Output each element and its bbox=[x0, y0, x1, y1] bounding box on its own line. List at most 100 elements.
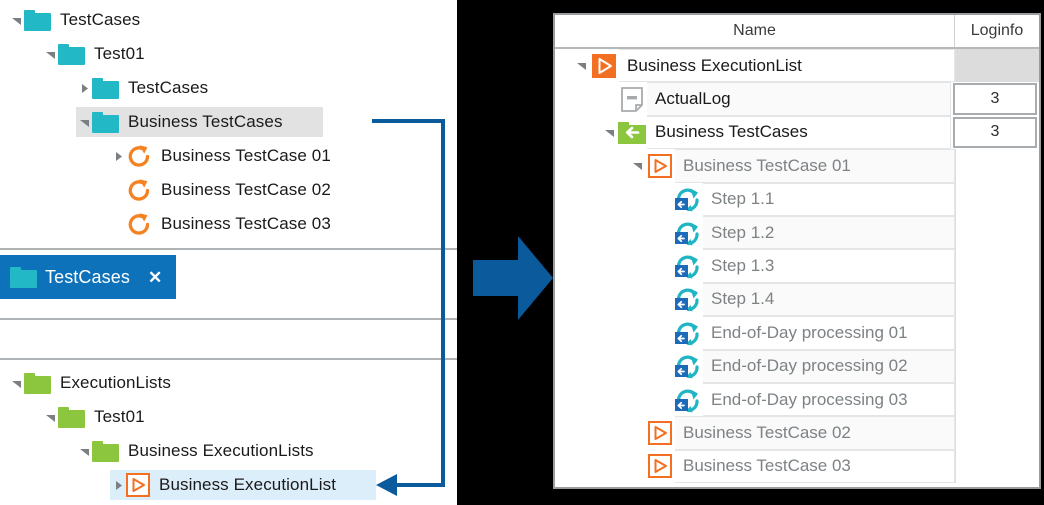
tree-item-expander-expanded-icon[interactable] bbox=[42, 402, 58, 432]
tree-item-expander-expanded-icon[interactable] bbox=[42, 39, 58, 69]
grid-row[interactable]: Business ExecutionList bbox=[555, 49, 1039, 83]
grid-row-label: Step 1.1 bbox=[711, 189, 775, 209]
tree-item[interactable]: Business TestCase 03 bbox=[110, 209, 335, 239]
tree-item-expander-expanded-icon[interactable] bbox=[8, 5, 24, 35]
grid-row-label: End-of-Day processing 03 bbox=[711, 389, 908, 409]
connector-vertical-segment bbox=[441, 119, 445, 487]
tree-item[interactable]: Test01 bbox=[42, 39, 149, 69]
step-sync-icon bbox=[674, 220, 702, 246]
tree-item-label: Business TestCase 03 bbox=[161, 214, 331, 233]
grid-row[interactable]: Business TestCase 03 bbox=[555, 449, 1039, 484]
grid-cell-name[interactable]: Step 1.1 bbox=[555, 182, 955, 216]
column-header-loginfo[interactable]: Loginfo bbox=[970, 22, 1024, 39]
grid-cell-loginfo[interactable] bbox=[955, 149, 1039, 183]
grid-cell-name[interactable]: Step 1.3 bbox=[555, 249, 955, 283]
grid-cell-loginfo[interactable] bbox=[955, 215, 1039, 250]
grid-cell-name[interactable]: Business TestCase 02 bbox=[555, 416, 955, 450]
testcase-orange-icon bbox=[126, 212, 152, 236]
grid-cell-loginfo[interactable] bbox=[955, 49, 1039, 83]
grid-row-label: ActualLog bbox=[655, 89, 731, 109]
tree-item[interactable]: Business ExecutionLists bbox=[76, 436, 318, 466]
tree-item[interactable]: TestCases bbox=[8, 5, 144, 35]
tree-item[interactable]: TestCases bbox=[76, 73, 212, 103]
grid-row[interactable]: Step 1.2 bbox=[555, 215, 1039, 250]
grid-cell-loginfo[interactable] bbox=[955, 182, 1039, 216]
step-sync-icon bbox=[674, 253, 702, 279]
tree-item-label: ExecutionLists bbox=[60, 373, 172, 392]
document-tab-testcases[interactable]: TestCases ✕ bbox=[0, 255, 177, 299]
grid-cell-loginfo[interactable]: 3 bbox=[953, 116, 1037, 149]
tree-item[interactable]: Business ExecutionList bbox=[110, 470, 377, 500]
tree-item[interactable]: Business TestCase 01 bbox=[110, 141, 335, 171]
tree-item[interactable]: Business TestCase 02 bbox=[110, 175, 335, 205]
grid-cell-loginfo[interactable] bbox=[955, 282, 1039, 317]
grid-row[interactable]: End-of-Day processing 03 bbox=[555, 382, 1039, 417]
folder-teal-icon bbox=[24, 9, 51, 31]
grid-row-label: Step 1.4 bbox=[711, 289, 775, 309]
grid-row-expander-none bbox=[601, 84, 617, 114]
tree-item[interactable]: ExecutionLists bbox=[8, 368, 175, 398]
connector-top-segment bbox=[372, 119, 445, 123]
tree-item-expander-collapsed-icon[interactable] bbox=[110, 141, 126, 171]
grid-row-expander-none bbox=[657, 184, 673, 214]
grid-row[interactable]: Business TestCase 02 bbox=[555, 416, 1039, 450]
grid-row-expander-expanded-icon[interactable] bbox=[629, 151, 645, 181]
tree-item-expander-expanded-icon[interactable] bbox=[76, 436, 92, 466]
grid-cell-name[interactable]: Business TestCases bbox=[555, 115, 951, 150]
grid-cell-loginfo[interactable] bbox=[955, 349, 1039, 383]
grid-row-label: Business TestCase 02 bbox=[683, 422, 851, 442]
grid-row-label: Step 1.2 bbox=[711, 222, 775, 242]
grid-row-expander-none bbox=[657, 284, 673, 314]
testcase-orange-icon bbox=[126, 144, 152, 168]
grid-row-expander-none bbox=[657, 218, 673, 248]
folder-green-icon bbox=[24, 372, 51, 394]
grid-cell-name[interactable]: Step 1.4 bbox=[555, 282, 955, 317]
tree-item-label: Business ExecutionLists bbox=[128, 441, 314, 460]
tree-item-expander-collapsed-icon[interactable] bbox=[110, 470, 126, 500]
grid-cell-name[interactable]: End-of-Day processing 03 bbox=[555, 382, 955, 417]
grid-cell-loginfo[interactable] bbox=[955, 416, 1039, 450]
grid-row[interactable]: ActualLog 3 bbox=[555, 82, 1039, 116]
grid-cell-name[interactable]: Business TestCase 03 bbox=[555, 449, 955, 484]
tree-item[interactable]: Test01 bbox=[42, 402, 149, 432]
grid-row-label: Business TestCase 03 bbox=[683, 456, 851, 476]
grid-cell-loginfo[interactable]: 3 bbox=[953, 83, 1037, 115]
close-icon[interactable]: ✕ bbox=[147, 267, 163, 287]
grid-cell-name[interactable]: End-of-Day processing 02 bbox=[555, 349, 955, 383]
tree-item[interactable]: Business TestCases bbox=[76, 107, 323, 137]
connector-bottom-segment bbox=[396, 483, 443, 487]
grid-row[interactable]: End-of-Day processing 01 bbox=[555, 316, 1039, 350]
grid-row[interactable]: Step 1.3 bbox=[555, 249, 1039, 283]
grid-row-expander-expanded-icon[interactable] bbox=[573, 51, 589, 81]
grid-row-expander-expanded-icon[interactable] bbox=[601, 117, 617, 147]
column-header-name[interactable]: Name bbox=[555, 15, 955, 47]
big-right-arrow-icon bbox=[473, 236, 553, 320]
grid-row[interactable]: Business TestCase 01 bbox=[555, 149, 1039, 183]
grid-row-expander-none bbox=[657, 251, 673, 281]
tree-item-expander-expanded-icon[interactable] bbox=[8, 368, 24, 398]
step-sync-icon bbox=[674, 320, 702, 346]
connector-arrowhead-icon bbox=[376, 474, 397, 496]
grid-cell-name[interactable]: Business ExecutionList bbox=[555, 49, 955, 83]
grid-cell-loginfo[interactable] bbox=[955, 316, 1039, 350]
grid-cell-name[interactable]: Step 1.2 bbox=[555, 215, 955, 250]
grid-row[interactable]: Step 1.1 bbox=[555, 182, 1039, 216]
grid-cell-loginfo[interactable] bbox=[955, 382, 1039, 417]
grid-cell-loginfo[interactable] bbox=[955, 449, 1039, 484]
grid-cell-name[interactable]: ActualLog bbox=[555, 82, 951, 116]
step-sync-icon bbox=[674, 387, 702, 413]
log-document-icon bbox=[621, 86, 643, 112]
grid-cell-name[interactable]: Business TestCase 01 bbox=[555, 149, 955, 183]
executionlist-orange-outline-icon bbox=[648, 420, 672, 445]
tree-item-expander-collapsed-icon[interactable] bbox=[76, 73, 92, 103]
grid-cell-loginfo[interactable] bbox=[955, 249, 1039, 283]
grid-cell-name[interactable]: End-of-Day processing 01 bbox=[555, 316, 955, 350]
step-sync-icon bbox=[674, 353, 702, 379]
folder-green-icon bbox=[58, 406, 85, 428]
grid-row[interactable]: End-of-Day processing 02 bbox=[555, 349, 1039, 383]
grid-row[interactable]: Step 1.4 bbox=[555, 282, 1039, 317]
tree-item-expander-expanded-icon[interactable] bbox=[76, 107, 92, 137]
folder-teal-icon bbox=[10, 266, 37, 288]
